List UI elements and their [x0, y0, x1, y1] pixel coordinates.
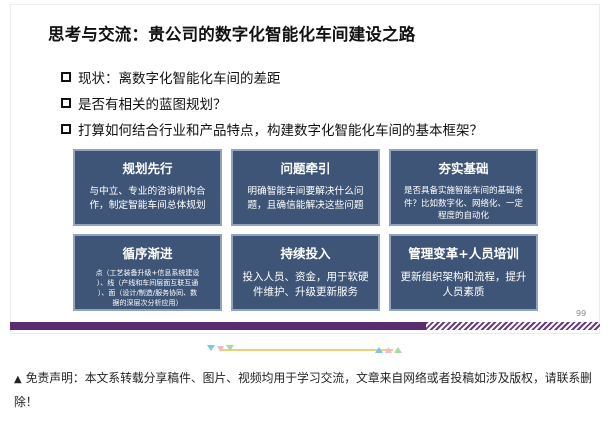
triangle-up-icon — [385, 347, 392, 353]
card-text: 点（工艺装备升级+信息系统建设 ）、线（产线和车间层面互联互通 ）、面（设计/制… — [95, 269, 200, 307]
triangle-up-icon — [394, 347, 402, 353]
card-planning: 规划先行 与中立、专业的咨询机构合 作，制定智能车间总体规划 — [73, 149, 222, 226]
decorative-divider — [207, 345, 402, 353]
card-text: 更新组织架构和流程，提升 人员素质 — [400, 271, 527, 298]
card-title: 规划先行 — [122, 161, 173, 176]
square-bullet-icon — [61, 98, 71, 108]
bullet-text: 打算如何结合行业和产品特点，构建数字化智能化车间的基本框架？ — [78, 123, 483, 139]
card-title: 夯实基础 — [438, 161, 489, 176]
card-text: 是否具备实施智能车间的基础条 件？比如数字化、网络化、一定 程度的自动化 — [403, 186, 523, 221]
slide: 思考与交流：贵公司的数字化智能化车间建设之路 现状：离数字化智能化车间的差距 是… — [10, 4, 600, 334]
bullet-item: 是否有相关的蓝图规划？ — [61, 93, 227, 113]
triangle-down-icon — [226, 345, 234, 351]
footer-stripes — [426, 322, 600, 330]
card-text: 投入人员、资金，用于软硬 件维护、升级更新服务 — [242, 271, 369, 298]
triangle-down-icon — [207, 345, 215, 351]
card-gradual: 循序渐进 点（工艺装备升级+信息系统建设 ）、线（产线和车间层面互联互通 ）、面… — [73, 234, 222, 311]
square-bullet-icon — [61, 124, 71, 134]
footer-bar — [10, 322, 426, 330]
bullet-text: 是否有相关的蓝图规划？ — [78, 97, 227, 113]
slide-title: 思考与交流：贵公司的数字化智能化车间建设之路 — [48, 25, 416, 44]
card-title: 管理变革+人员培训 — [408, 246, 519, 261]
bullet-item: 打算如何结合行业和产品特点，构建数字化智能化车间的基本框架？ — [61, 119, 483, 139]
card-investment: 持续投入 投入人员、资金，用于软硬 件维护、升级更新服务 — [231, 234, 380, 311]
page-number: 99 — [576, 309, 587, 318]
card-title: 持续投入 — [280, 246, 331, 261]
card-text: 与中立、专业的咨询机构合 作，制定智能车间总体规划 — [89, 186, 206, 211]
card-title: 循序渐进 — [122, 246, 173, 261]
bullet-item: 现状：离数字化智能化车间的差距 — [61, 67, 281, 87]
card-management: 管理变革+人员培训 更新组织架构和流程，提升 人员素质 — [389, 234, 538, 311]
triangle-up-icon — [375, 347, 383, 353]
triangle-marker-icon: ▲ — [14, 374, 22, 385]
card-foundation: 夯实基础 是否具备实施智能车间的基础条 件？比如数字化、网络化、一定 程度的自动… — [389, 149, 538, 226]
disclaimer-text: 免责声明：本文系转载分享稿件、图片、视频均用于学习交流，文章来自网络或者投稿如涉… — [14, 371, 592, 409]
card-text: 明确智能车间要解决什么问 题，且确信能解决这些问题 — [247, 186, 364, 211]
card-title: 问题牵引 — [280, 161, 331, 176]
triangle-down-icon — [217, 346, 224, 352]
disclaimer: ▲免责声明：本文系转载分享稿件、图片、视频均用于学习交流，文章来自网络或者投稿如… — [14, 367, 599, 414]
bullet-text: 现状：离数字化智能化车间的差距 — [78, 71, 281, 87]
card-problem: 问题牵引 明确智能车间要解决什么问 题，且确信能解决这些问题 — [231, 149, 380, 226]
square-bullet-icon — [61, 72, 71, 82]
